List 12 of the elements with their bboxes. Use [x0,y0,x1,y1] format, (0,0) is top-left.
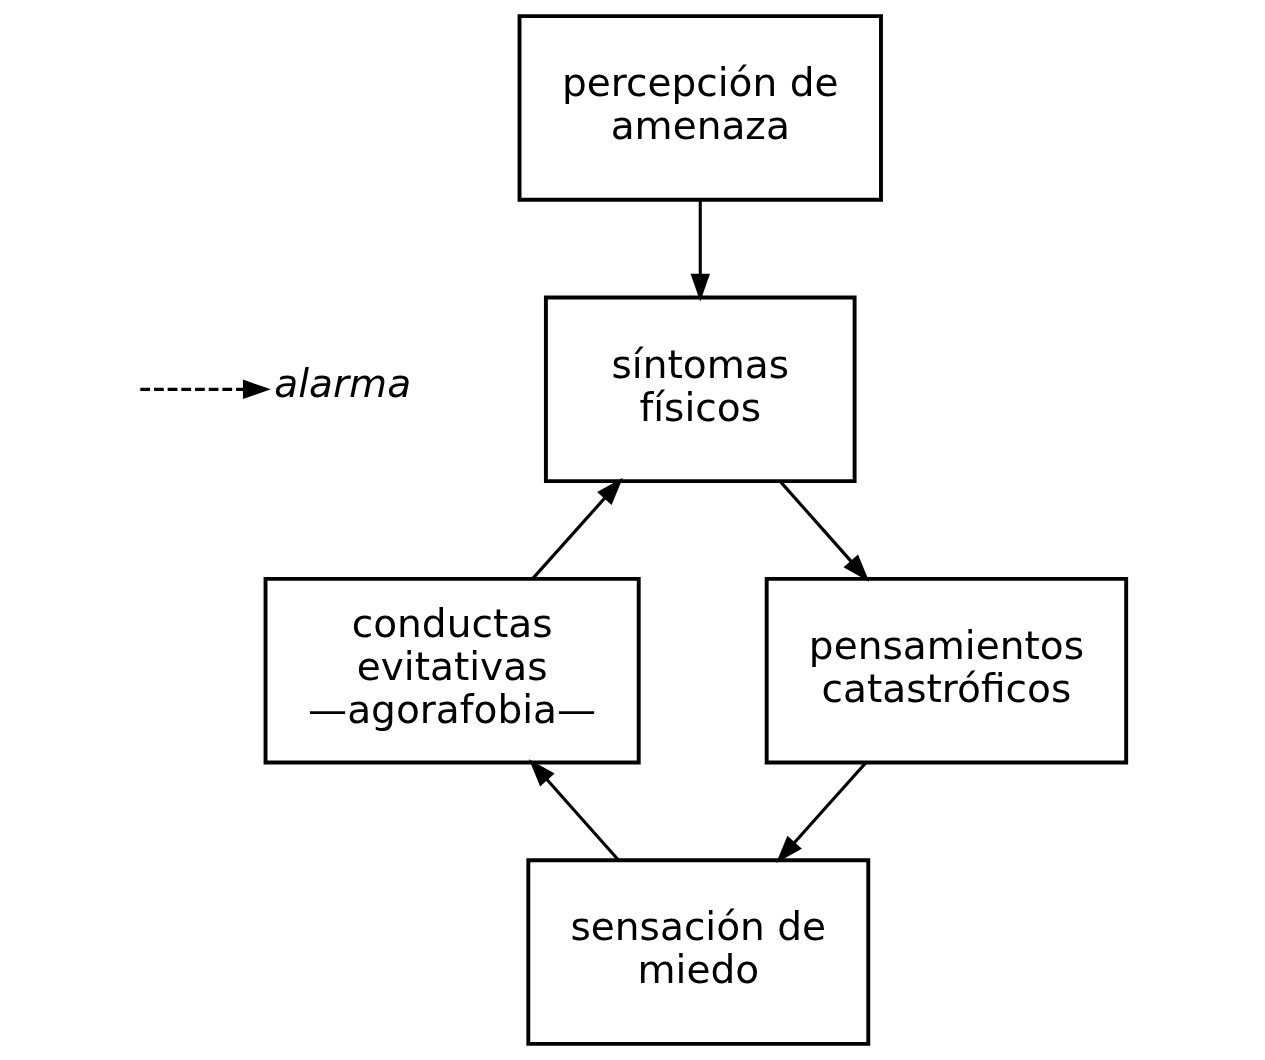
arrow [531,477,623,580]
node-text: alarma [274,361,412,407]
arrow [776,761,868,863]
node-box: percepción de amenaza [517,14,883,202]
node-box: conductas evitativas —agorafobia— [263,576,641,765]
arrow [528,759,620,861]
node-box: síntomas físicos [543,295,857,484]
arrow [690,200,710,302]
arrow [140,379,271,400]
arrow [779,480,870,582]
node-box: sensación de miedo [526,858,871,1046]
node-box: pensamientos catastróficos [764,576,1129,765]
